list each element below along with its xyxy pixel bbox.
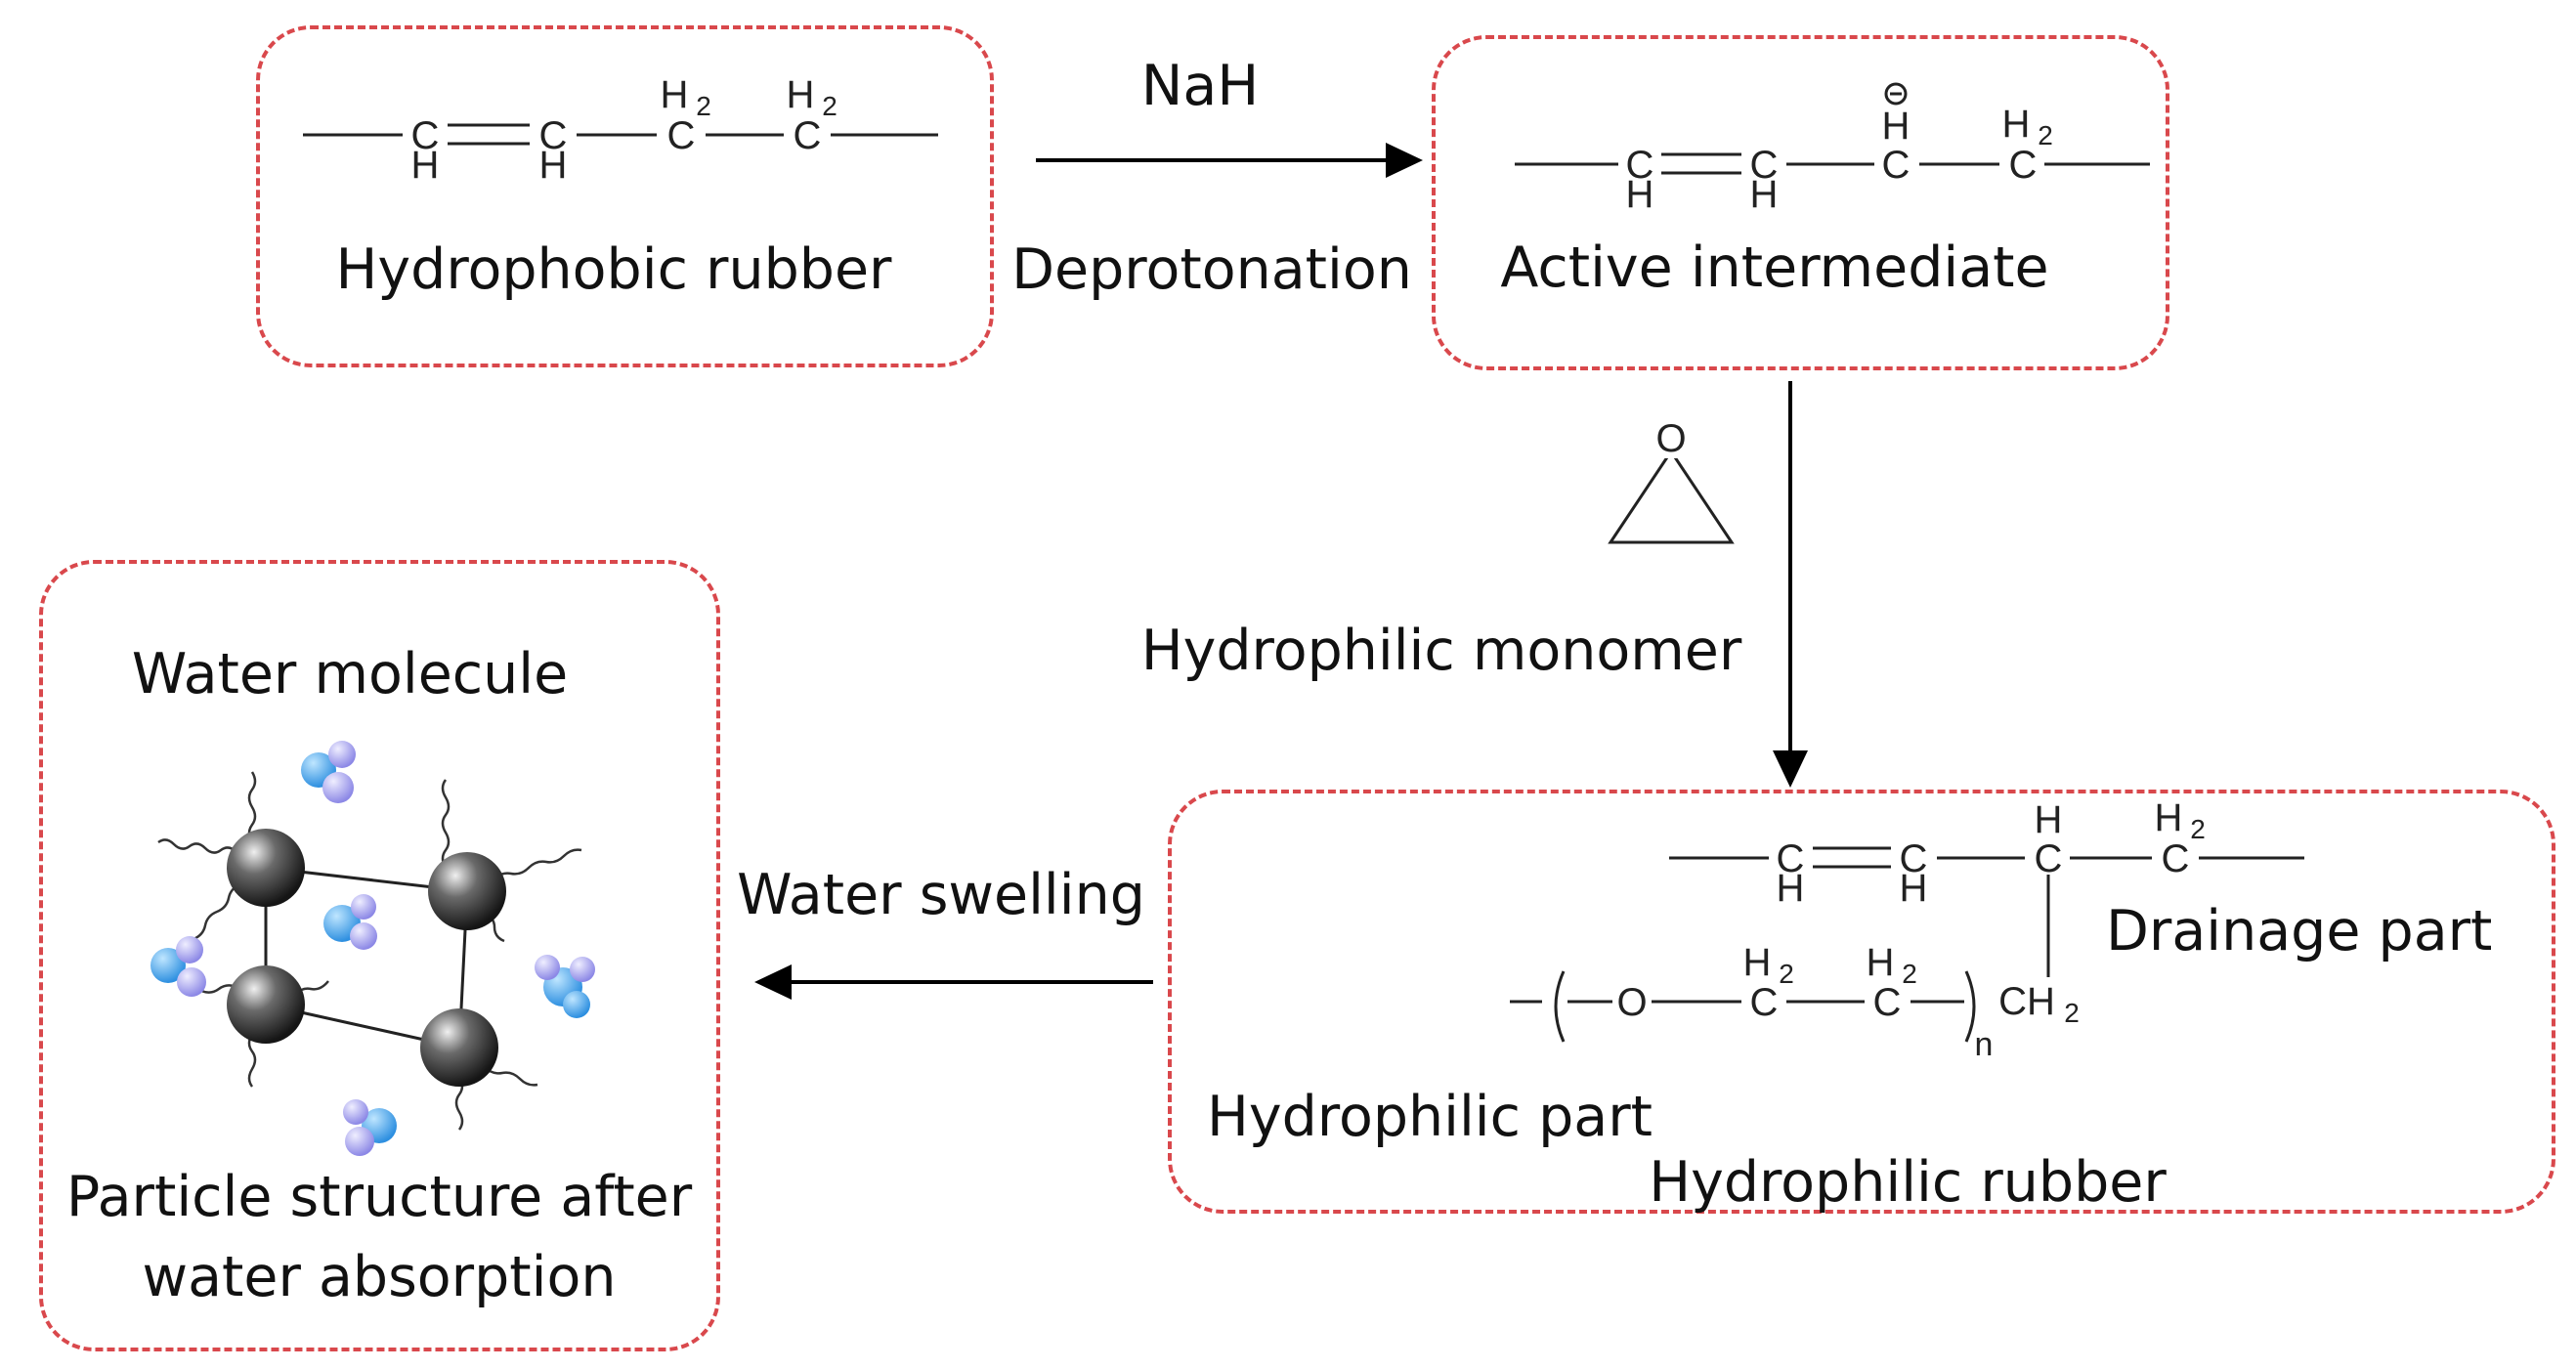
- atom-c: C: [2162, 837, 2190, 880]
- active-intermediate-label: Active intermediate: [1500, 235, 2049, 300]
- atom-h: H: [2035, 798, 2063, 841]
- atom-c: C: [2035, 837, 2063, 880]
- atom-c: C: [1626, 144, 1654, 187]
- hydrophobic-rubber-structure: [303, 123, 938, 146]
- water-molecule: [301, 741, 356, 803]
- h2-sub: 2: [1902, 959, 1917, 989]
- ethylene-oxide-icon: O: [1608, 415, 1735, 544]
- atom-h: H: [411, 144, 440, 187]
- hydrophilic-rubber-label: Hydrophilic rubber: [1649, 1150, 2167, 1215]
- water-molecule: [343, 1099, 397, 1156]
- atom-c: C: [2009, 144, 2038, 187]
- atom-h: H: [1777, 867, 1805, 910]
- repeat-count-n: n: [1975, 1026, 1994, 1063]
- h2-sub: 2: [2038, 120, 2053, 150]
- water-absorption-box: [39, 560, 720, 1351]
- h2-sub: 2: [1779, 959, 1794, 989]
- atom-c: C: [1750, 981, 1779, 1024]
- atom-h: H: [1750, 173, 1779, 216]
- water-molecule: [323, 894, 377, 950]
- atom-c: C: [1777, 837, 1805, 880]
- particle: [428, 852, 506, 930]
- water-swelling-label: Water swelling: [737, 863, 1145, 927]
- atom-c: C: [794, 114, 822, 157]
- atom-c: C: [1873, 981, 1902, 1024]
- h2-h: H: [2002, 103, 2031, 146]
- drainage-part-label: Drainage part: [2106, 899, 2493, 963]
- particle-structure-caption: Particle structure after water absorptio…: [65, 1165, 693, 1309]
- nah-reagent-label: NaH: [1140, 54, 1260, 118]
- h2-h: H: [787, 73, 815, 116]
- particle: [227, 829, 305, 907]
- hydrophilic-monomer-label: Hydrophilic monomer: [1140, 619, 1742, 683]
- active-intermediate-structure: [1515, 82, 2150, 175]
- hydrophilic-part-label: Hydrophilic part: [1207, 1085, 1653, 1149]
- deprotonation-label: Deprotonation: [1011, 237, 1412, 302]
- hydrophobic-rubber-label: Hydrophobic rubber: [335, 237, 892, 302]
- ch2-sub: 2: [2064, 998, 2080, 1028]
- hydrophobic-rubber-box: [256, 25, 994, 367]
- ch2-ch: CH: [1998, 980, 2055, 1023]
- atom-o: O: [1616, 981, 1647, 1024]
- atom-h: H: [1882, 105, 1911, 148]
- water-molecule: [150, 936, 206, 997]
- h2-h: H: [2155, 796, 2183, 839]
- atom-c: C: [667, 114, 696, 157]
- hydrophilic-rubber-box: [1168, 790, 2555, 1214]
- h2-h: H: [1743, 941, 1772, 984]
- atom-h: H: [1900, 867, 1928, 910]
- atom-c: C: [1750, 144, 1779, 187]
- atom-h: H: [539, 144, 568, 187]
- h2-h: H: [1867, 941, 1895, 984]
- water-molecule-label: Water molecule: [131, 642, 569, 706]
- h2-sub: 2: [822, 91, 837, 121]
- particle: [227, 965, 305, 1044]
- atom-c: C: [411, 114, 440, 157]
- water-molecule: [535, 955, 595, 1018]
- epoxide-oxygen: O: [1655, 417, 1686, 460]
- h2-h: H: [661, 73, 689, 116]
- h2-sub: 2: [2190, 814, 2206, 844]
- particle: [420, 1008, 498, 1087]
- atom-c: C: [1900, 837, 1928, 880]
- particle-network: [157, 771, 582, 1131]
- active-intermediate-box: [1432, 35, 2169, 370]
- atom-c: C: [539, 114, 568, 157]
- hydrophilic-rubber-structure: [1510, 846, 2304, 1043]
- atom-c: C: [1882, 144, 1911, 187]
- h2-sub: 2: [696, 91, 711, 121]
- atom-h: H: [1626, 173, 1654, 216]
